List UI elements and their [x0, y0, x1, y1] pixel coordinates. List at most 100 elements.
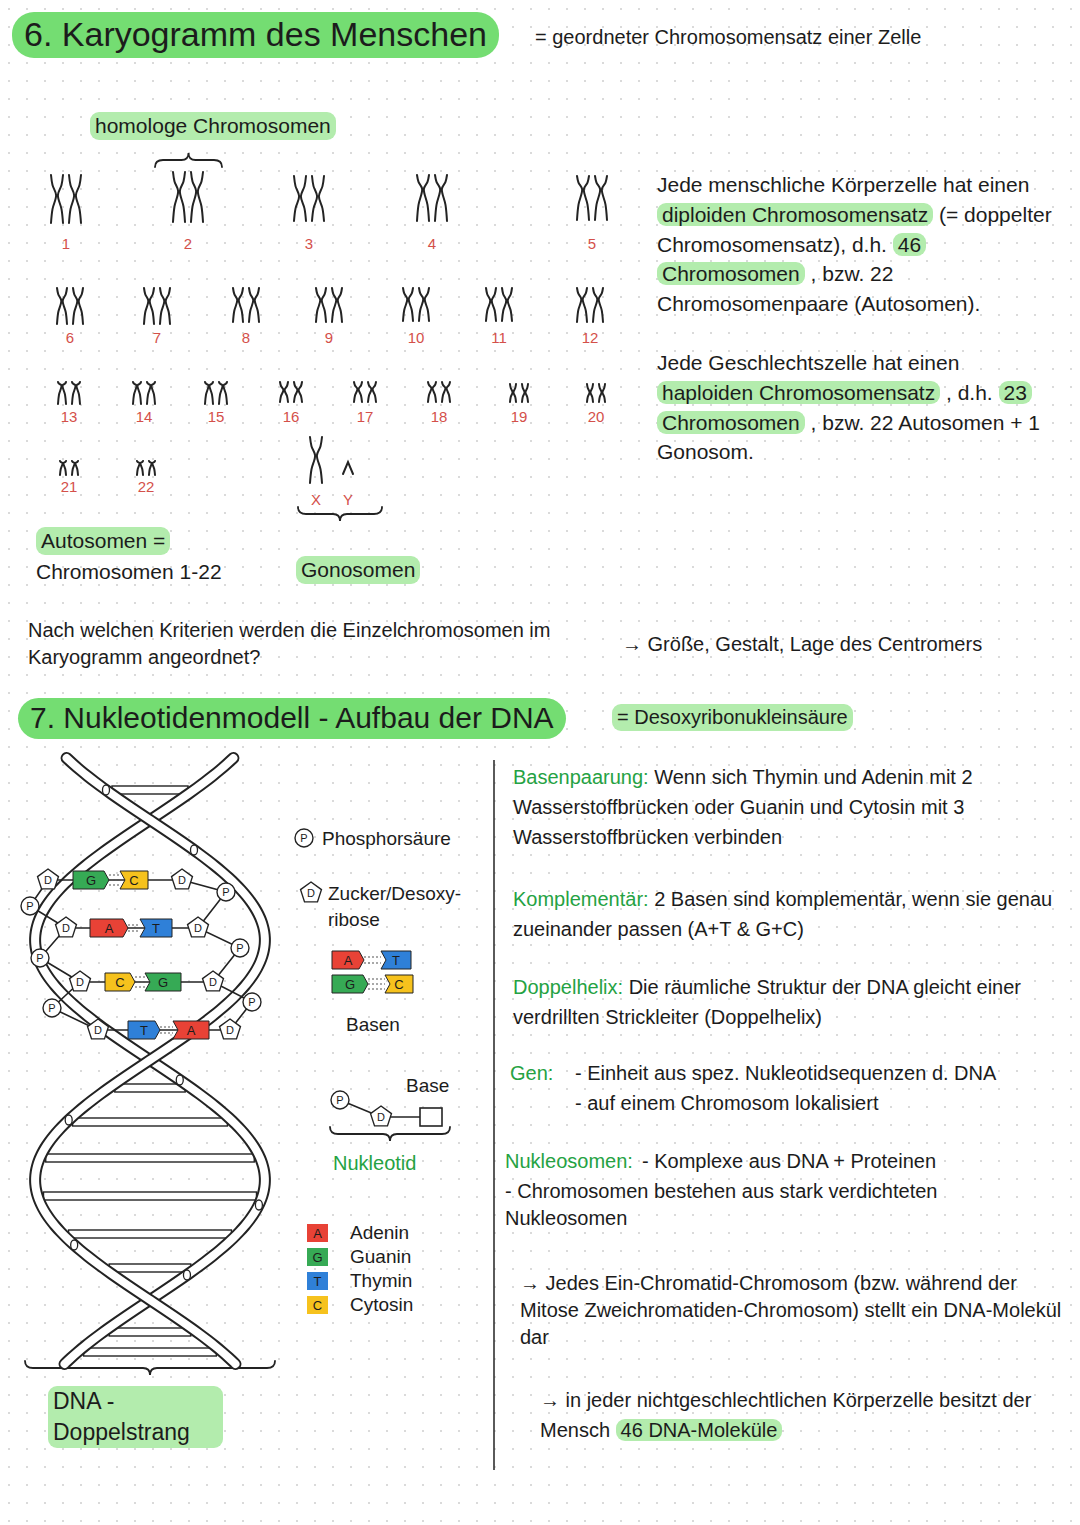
helix-strand-fill: [35, 758, 265, 1364]
chromatid: [522, 384, 525, 402]
chromatid: [359, 382, 362, 402]
helix-mark: [255, 1200, 262, 1210]
backbone-line: [98, 1029, 230, 1031]
chromatid: [191, 172, 196, 222]
definition-text: - Einheit aus spez. Nukleotidsequenzen d…: [575, 1060, 1065, 1087]
chromatid: [417, 175, 422, 221]
chromatid: [51, 175, 56, 223]
chromatid: [147, 382, 151, 404]
chromosome-number: 8: [242, 328, 250, 348]
chromatid: [442, 382, 445, 402]
sugar-symbol: [371, 1106, 392, 1126]
helix-rung: [46, 1154, 255, 1162]
sugar-symbol: [38, 869, 59, 889]
base-symbol: [73, 871, 109, 889]
sugar-symbol: [188, 917, 209, 937]
paragraph-text: Jede menschliche Körperzelle hat einen: [657, 173, 1029, 196]
hydrogen-bond: [160, 1032, 173, 1033]
base-symbol: [332, 951, 364, 969]
sugar-letter: D: [44, 875, 52, 886]
chromatid: [317, 437, 322, 483]
helix-strand-fill: [35, 758, 265, 1364]
part-label: Zucker/Desoxy- ribose: [328, 881, 488, 932]
base-letter: G: [158, 976, 168, 989]
phosphate-letter: P: [222, 887, 229, 898]
heading-note: = geordneter Chromosomensatz einer Zelle: [535, 24, 921, 51]
chromatid: [486, 288, 490, 321]
term-note: Chromosomen 1-22: [36, 558, 222, 586]
chromatid: [149, 461, 152, 475]
chromosome-number: 16: [283, 407, 300, 427]
chromosome-number: X: [311, 490, 321, 510]
base-letter: T: [140, 1024, 148, 1037]
chromosome-number: 14: [136, 407, 153, 427]
chromosome-number: 13: [61, 407, 78, 427]
chromatid: [294, 382, 297, 402]
hydrogen-bond: [135, 986, 145, 987]
chromosome-number: 1: [62, 234, 70, 254]
helix-mark: [71, 1240, 78, 1250]
base-letter: G: [86, 874, 96, 887]
base-letter: C: [394, 978, 403, 991]
sugar-letter: D: [226, 1025, 234, 1036]
chromatid: [140, 461, 143, 475]
section-heading: 6. Karyogramm des Menschen: [12, 12, 499, 58]
base-symbol: [145, 973, 181, 991]
helix-rung: [44, 1192, 257, 1200]
base-letter: C: [115, 976, 124, 989]
sugar-symbol: [70, 971, 91, 991]
chromatid: [75, 461, 78, 475]
text-paragraph: Basenpaarung: Wenn sich Thymin und Adeni…: [513, 762, 1061, 852]
legend-row: Guanin: [307, 1246, 477, 1268]
sugar-letter: D: [209, 977, 217, 988]
chromatid: [62, 382, 66, 404]
chromatid: [285, 382, 288, 402]
chromatid: [299, 382, 302, 402]
base-square: [420, 1108, 442, 1126]
sugar-symbol: [56, 917, 77, 937]
chromatid: [180, 172, 185, 222]
term-heading: Doppelhelix:: [513, 976, 623, 998]
chromatid: [151, 382, 155, 404]
chromatid: [239, 288, 243, 322]
chromosome-number: 7: [153, 328, 161, 348]
chromatid: [312, 176, 317, 221]
phosphate-symbol: [43, 999, 61, 1017]
chromatid: [166, 288, 170, 324]
chromatid: [419, 288, 423, 321]
chromosome-number: 18: [431, 407, 448, 427]
helix-rung: [112, 786, 188, 794]
chromatid: [510, 384, 513, 402]
chromatid: [79, 288, 83, 324]
swatch-letter: A: [313, 1227, 322, 1240]
part-label: Nukleotid: [333, 1150, 416, 1177]
phosphate-letter: P: [36, 953, 43, 964]
chromatid: [502, 288, 506, 321]
phosphate-symbol: [31, 949, 49, 967]
phosphate-letter: P: [300, 833, 307, 844]
chromatid: [160, 288, 164, 324]
chromatid: [173, 172, 178, 222]
chromatid: [133, 382, 137, 404]
chromatid: [442, 175, 447, 221]
phosphate-symbol: [243, 993, 261, 1011]
helix-mark: [191, 845, 198, 855]
chromatid: [152, 461, 155, 475]
chromatid: [435, 175, 440, 221]
phosphate-letter: P: [336, 1095, 343, 1106]
chromatid: [332, 288, 336, 322]
chromatid: [73, 288, 77, 324]
y-chromosome: [343, 462, 353, 474]
chromatid: [424, 175, 429, 221]
curly-bracket: [155, 153, 222, 167]
base-symbol: [385, 975, 413, 993]
phosphate-letter: P: [236, 943, 243, 954]
base-symbol: [173, 1021, 209, 1039]
paragraph-text: , d.h.: [946, 381, 993, 404]
base-letter: A: [344, 954, 353, 967]
chromosome-number: 20: [588, 407, 605, 427]
answer-text: → Größe, Gestalt, Lage des Centromers: [622, 631, 982, 658]
chromatid: [492, 288, 496, 321]
hydrogen-bond: [128, 930, 140, 931]
